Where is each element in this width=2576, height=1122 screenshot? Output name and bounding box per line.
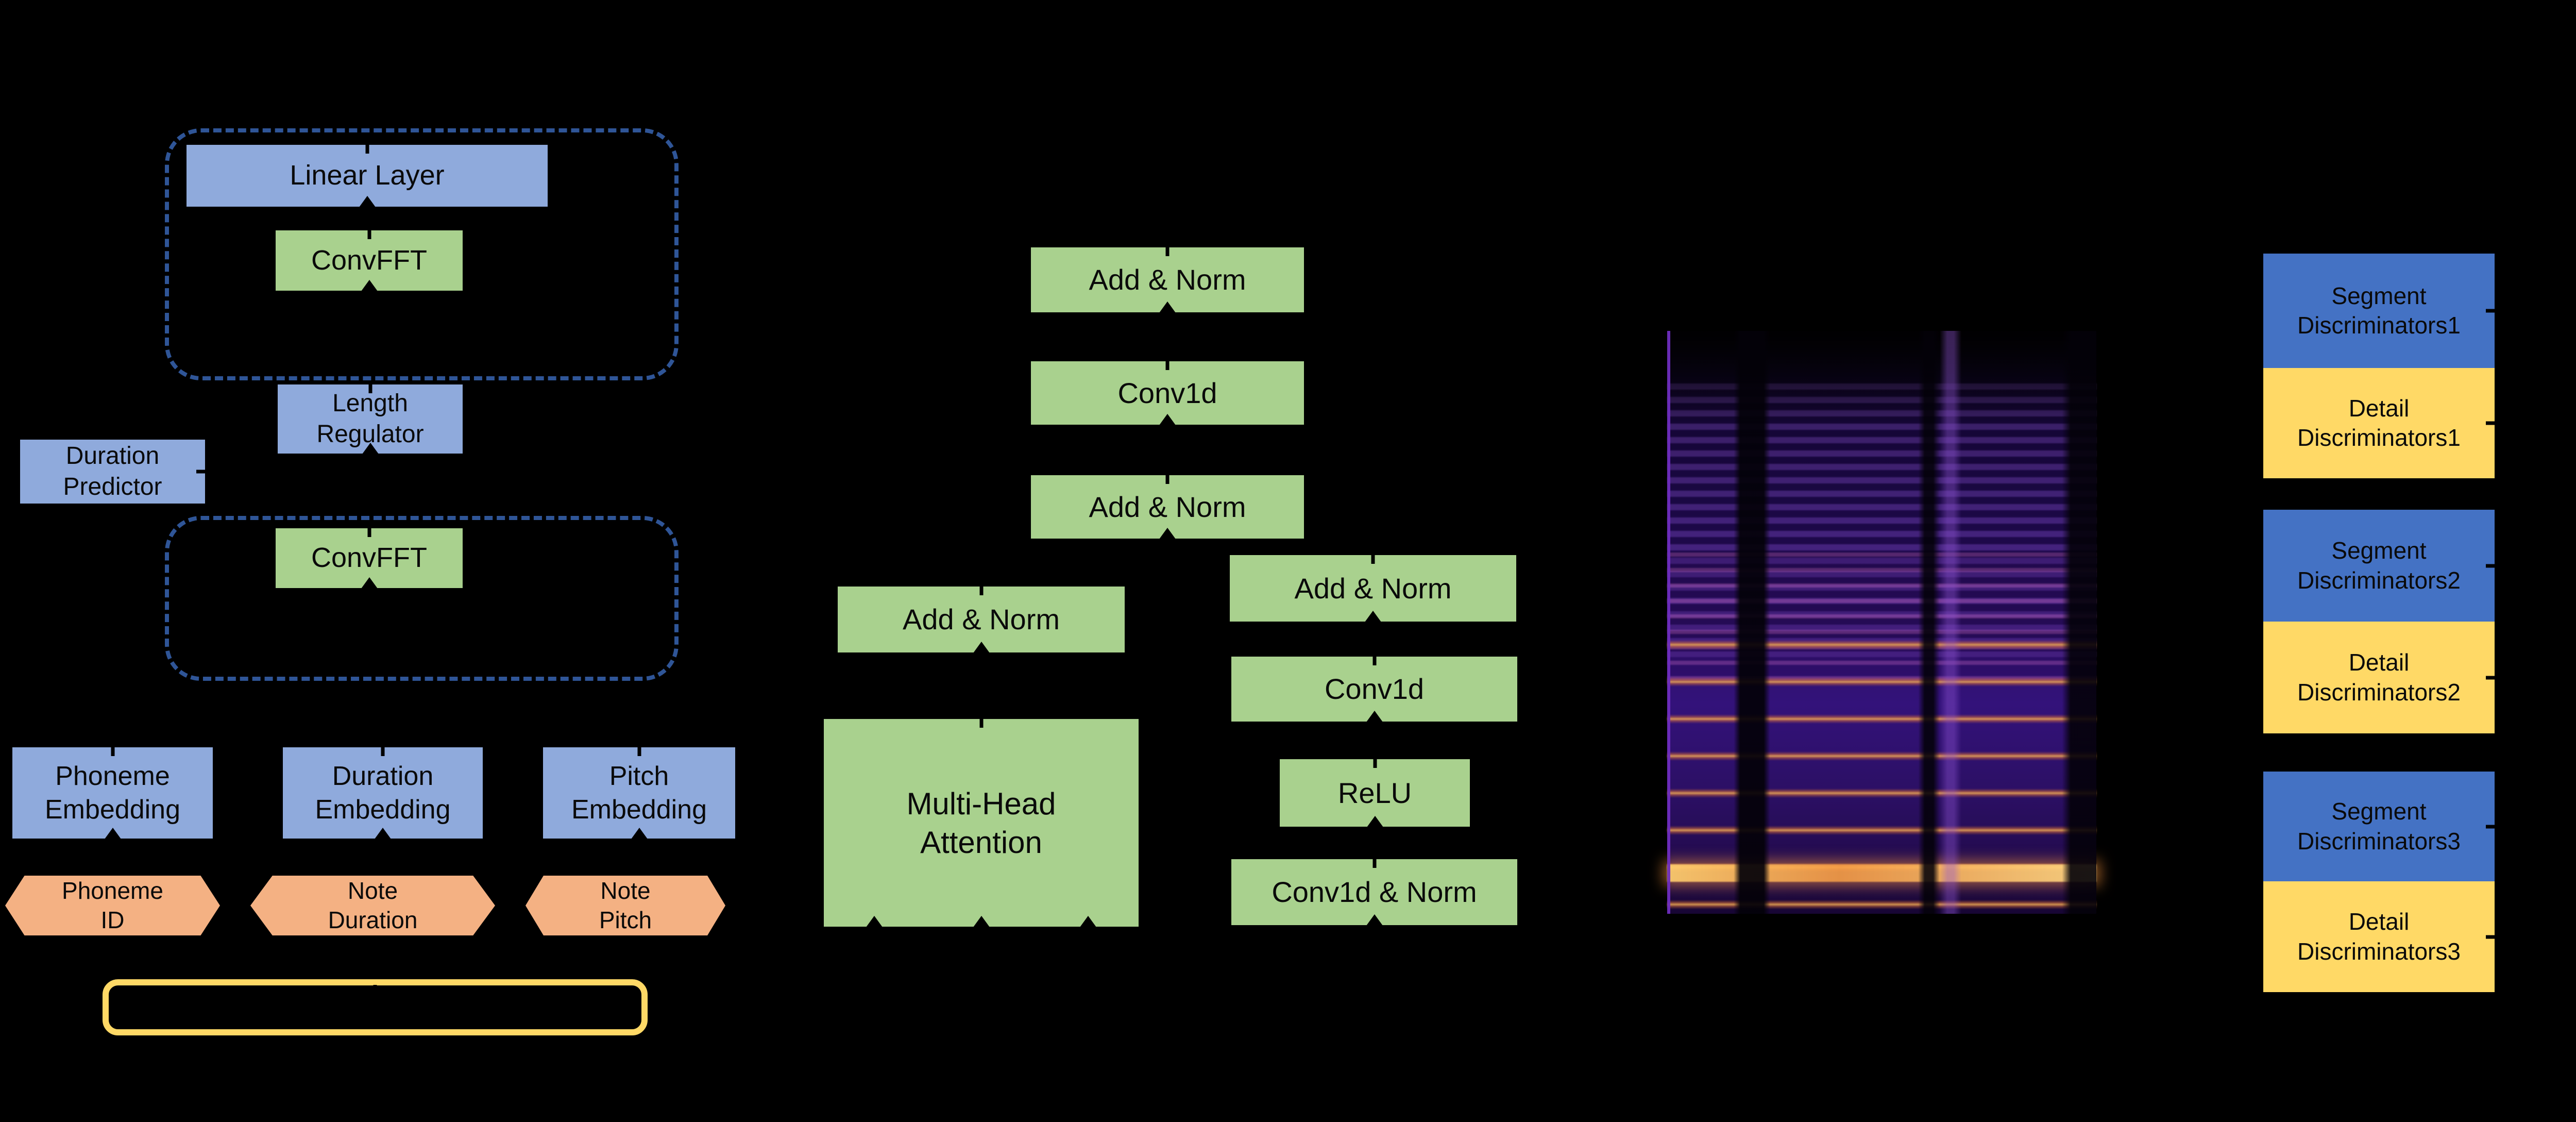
segment-discriminators1-box: Segment Discriminators1	[2263, 254, 2495, 368]
detail-discriminators3-box: Detail Discriminators3	[2263, 881, 2495, 992]
conv1d-right-label: Conv1d	[1324, 673, 1425, 705]
line-stub-icon	[1372, 656, 1376, 665]
line-stub-icon	[381, 747, 385, 756]
detail-discriminators3-label: Detail Discriminators3	[2297, 908, 2461, 965]
arrowhead-icon	[1159, 302, 1176, 313]
encoder-dashed-box	[165, 516, 679, 681]
line-stub-icon	[1165, 475, 1170, 484]
arrowhead-icon	[973, 642, 990, 653]
line-stub-icon	[979, 586, 983, 595]
arrowhead-icon	[362, 443, 379, 454]
conv1d-norm-box: Conv1d & Norm	[1231, 859, 1517, 926]
relu-label: ReLU	[1337, 776, 1412, 809]
arrowhead-icon	[375, 828, 391, 839]
add-norm-mid-box: Add & Norm	[1031, 475, 1304, 539]
arrowhead-icon	[1365, 611, 1381, 622]
line-stub-icon	[2486, 421, 2495, 425]
line-stub-icon	[373, 985, 377, 994]
detail-discriminators1-label: Detail Discriminators1	[2297, 394, 2461, 451]
line-stub-icon	[1371, 555, 1375, 564]
arrowhead-icon	[104, 828, 121, 839]
arrowhead-icon	[1366, 816, 1383, 827]
add-norm-left-label: Add & Norm	[903, 603, 1060, 635]
duration-predictor-label: Duration Predictor	[63, 442, 162, 500]
arrowhead-icon	[1159, 414, 1176, 425]
decoder-dashed-box	[165, 128, 679, 380]
length-regulator-label: Length Regulator	[316, 390, 424, 448]
pitch-embedding-box: Pitch Embedding	[543, 747, 735, 839]
segment-discriminators1-label: Segment Discriminators1	[2297, 282, 2461, 339]
line-stub-icon	[1165, 247, 1170, 256]
multi-head-attention-box: Multi-Head Attention	[824, 718, 1139, 927]
conv1d-norm-label: Conv1d & Norm	[1272, 876, 1477, 908]
add-norm-mid-label: Add & Norm	[1089, 490, 1246, 523]
line-stub-icon	[2486, 564, 2495, 567]
conv1d-mid-box: Conv1d	[1031, 361, 1304, 425]
line-stub-icon	[368, 384, 372, 393]
line-stub-icon	[111, 747, 114, 756]
line-stub-icon	[365, 144, 369, 154]
arrowhead-icon	[361, 280, 378, 291]
arrowhead-icon	[361, 577, 378, 589]
phoneme-id-label: Phoneme ID	[62, 877, 163, 934]
phoneme-id-hexagon: Phoneme ID	[5, 876, 220, 935]
add-norm-right-label: Add & Norm	[1294, 572, 1452, 605]
arrowhead-icon	[866, 916, 883, 927]
line-stub-icon	[2486, 676, 2495, 679]
line-stub-icon	[367, 230, 371, 239]
line-stub-icon	[196, 470, 206, 474]
relu-box: ReLU	[1280, 759, 1470, 827]
line-stub-icon	[637, 747, 641, 756]
musical-score-outline-box	[103, 979, 648, 1035]
conv1d-mid-label: Conv1d	[1117, 376, 1217, 409]
add-norm-left-box: Add & Norm	[838, 586, 1125, 653]
detail-discriminators1-box: Detail Discriminators1	[2263, 368, 2495, 478]
line-stub-icon	[1165, 361, 1170, 370]
line-stub-icon	[979, 718, 983, 728]
conv1d-right-box: Conv1d	[1231, 656, 1517, 722]
duration-embedding-box: Duration Embedding	[283, 747, 483, 839]
line-stub-icon	[367, 528, 371, 537]
line-stub-icon	[1373, 759, 1377, 768]
multi-head-attention-label: Multi-Head Attention	[906, 786, 1056, 860]
arrowhead-icon	[631, 828, 648, 839]
duration-embedding-label: Duration Embedding	[315, 761, 451, 825]
spectrogram-silence-gaps	[1667, 331, 2096, 914]
arrowhead-icon	[1366, 914, 1383, 926]
note-pitch-label: Note Pitch	[599, 877, 652, 934]
convfft-top-box: ConvFFT	[276, 230, 463, 291]
note-pitch-hexagon: Note Pitch	[526, 876, 725, 935]
segment-discriminators3-label: Segment Discriminators3	[2297, 798, 2461, 855]
detail-discriminators2-label: Detail Discriminators2	[2297, 649, 2461, 706]
arrowhead-icon	[1159, 528, 1176, 539]
convfft-bottom-box: ConvFFT	[276, 528, 463, 589]
add-norm-top-box: Add & Norm	[1031, 247, 1304, 313]
mel-spectrogram-image	[1667, 331, 2096, 914]
segment-discriminators2-label: Segment Discriminators2	[2297, 537, 2461, 594]
segment-discriminators3-box: Segment Discriminators3	[2263, 772, 2495, 881]
note-duration-label: Note Duration	[328, 877, 418, 934]
detail-discriminators2-box: Detail Discriminators2	[2263, 622, 2495, 733]
line-stub-icon	[2486, 825, 2495, 828]
arrowhead-icon	[973, 916, 990, 927]
convfft-bottom-label: ConvFFT	[311, 542, 428, 574]
line-stub-icon	[2486, 309, 2495, 313]
add-norm-right-box: Add & Norm	[1230, 555, 1516, 622]
linear-layer-box: Linear Layer	[187, 144, 548, 207]
duration-predictor-box: Duration Predictor	[20, 440, 206, 504]
arrowhead-icon	[1366, 711, 1383, 722]
length-regulator-box: Length Regulator	[278, 384, 463, 454]
note-duration-hexagon: Note Duration	[250, 876, 495, 935]
phoneme-embedding-box: Phoneme Embedding	[12, 747, 213, 839]
line-stub-icon	[2486, 935, 2495, 939]
linear-layer-label: Linear Layer	[290, 160, 445, 191]
phoneme-embedding-label: Phoneme Embedding	[44, 761, 181, 825]
segment-discriminators2-box: Segment Discriminators2	[2263, 510, 2495, 622]
pitch-embedding-label: Pitch Embedding	[571, 761, 707, 825]
arrowhead-icon	[1080, 916, 1097, 927]
convfft-top-label: ConvFFT	[311, 244, 428, 276]
add-norm-top-label: Add & Norm	[1089, 263, 1246, 296]
arrowhead-icon	[359, 196, 376, 207]
line-stub-icon	[1372, 859, 1376, 868]
